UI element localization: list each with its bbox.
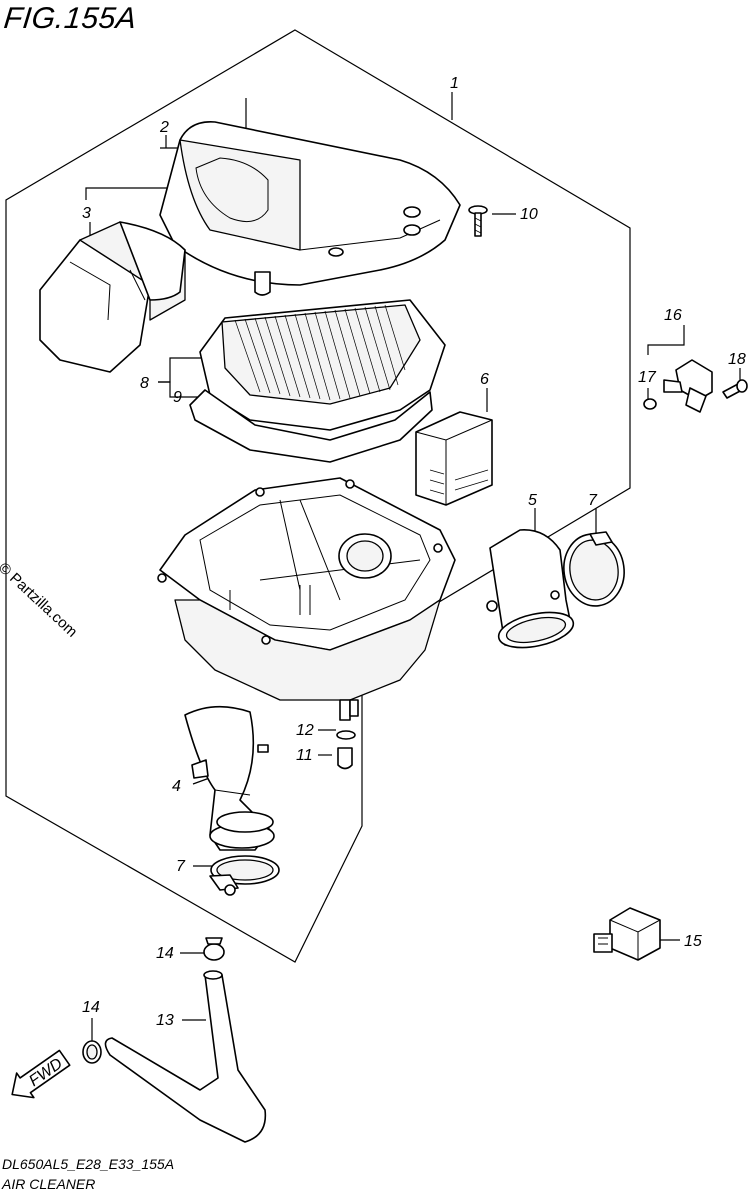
inlet-tube [486,529,575,649]
callouts: 1 2 3 10 16 18 17 8 9 6 5 7 12 11 4 7 14… [82,75,746,1029]
foam-block [415,411,493,506]
callout-18: 18 [728,351,746,368]
callout-17: 17 [638,369,657,386]
callout-9: 9 [173,389,182,406]
hose-clamp-7a [563,531,625,607]
callout-6: 6 [480,371,489,388]
o-ring-17 [643,398,657,410]
screw-18 [722,379,748,399]
callout-1: 1 [450,75,459,92]
drain-hose [104,970,267,1143]
callout-4: 4 [172,778,181,795]
callout-7-right: 7 [588,492,598,509]
air-cleaner-case [157,477,456,721]
clamp-14a [203,937,225,961]
intake-duct [39,221,186,373]
callout-7-lower: 7 [176,858,186,875]
intake-air-sensor [663,359,713,413]
callout-11: 11 [296,747,313,764]
callout-14-upper: 14 [156,945,174,962]
callout-15: 15 [684,933,702,950]
callout-14-left: 14 [82,999,100,1016]
callout-13: 13 [156,1012,174,1029]
callout-12: 12 [296,722,314,739]
hose-clamp-7b [209,855,280,896]
callout-10: 10 [520,206,538,223]
callout-16: 16 [664,307,682,324]
diagram-name: AIR CLEANER [2,1176,96,1192]
connector-15 [593,907,661,961]
callout-8: 8 [140,375,149,392]
callout-3: 3 [82,205,91,222]
air-cleaner-cap [159,121,461,296]
drain-clip-12 [336,730,356,740]
callout-2: 2 [159,119,169,136]
screw-10 [468,205,488,237]
diagram-code: DL650AL5_E28_E33_155A [2,1156,175,1172]
forward-direction-arrow: FWD [11,1049,71,1099]
callout-5: 5 [528,492,537,509]
intake-hose [184,705,275,851]
assembly-boundary [5,29,631,963]
drain-plug-11 [337,747,353,770]
filter-element [189,299,446,463]
clamp-14b [82,1040,102,1064]
